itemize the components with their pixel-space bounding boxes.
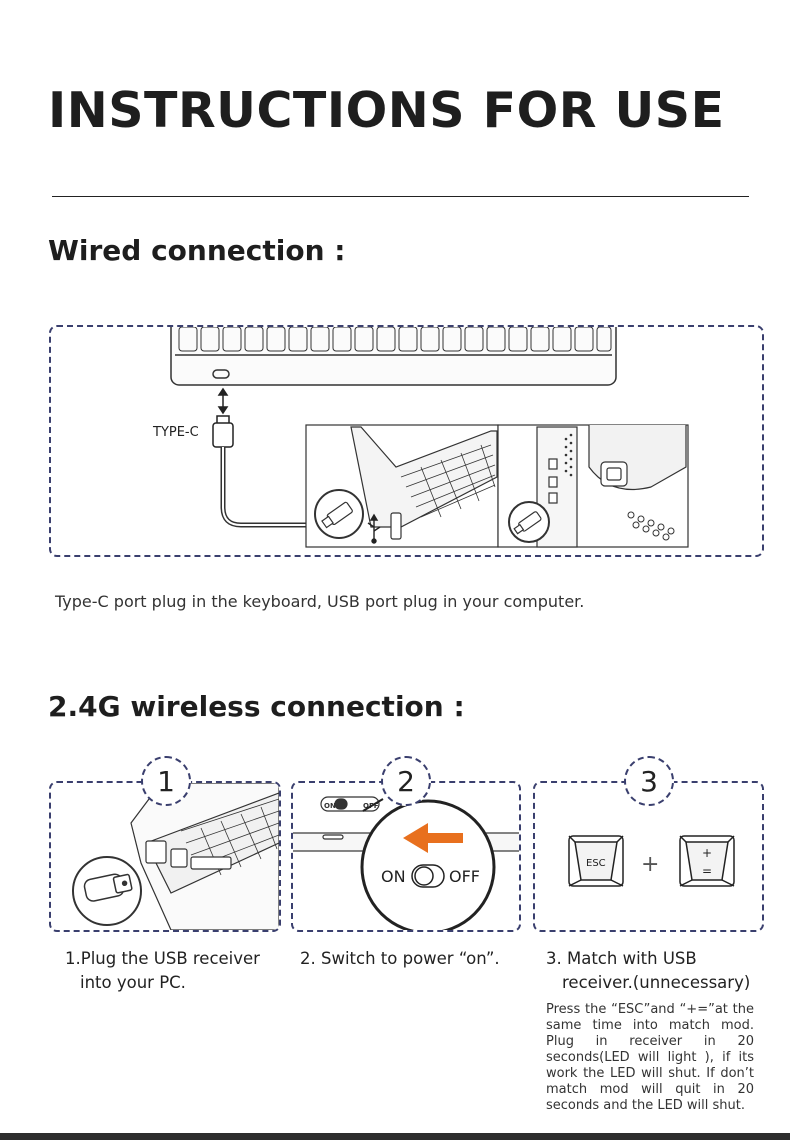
- power-switch-illustration: ON OFF ON OFF: [293, 796, 519, 930]
- wireless-heading: 2.4G wireless connection :: [48, 690, 465, 723]
- step3-label: 3. Match with USB receiver.(unnecessary): [546, 947, 766, 995]
- page-title: INSTRUCTIONS FOR USE: [48, 82, 725, 139]
- arrow-left-icon: [403, 823, 463, 853]
- key-plus-top: +: [702, 846, 712, 860]
- step1-label-line2: into your PC.: [80, 973, 186, 992]
- plus-sign: +: [641, 852, 659, 877]
- plus-equal-key-icon: [679, 835, 735, 887]
- step3-label-line2: receiver.(unnecessary): [562, 973, 751, 992]
- wired-caption: Type-C port plug in the keyboard, USB po…: [55, 592, 585, 611]
- step1-box: [49, 781, 281, 932]
- step1-label-line1: 1.Plug the USB receiver: [65, 949, 260, 968]
- type-c-label: TYPE-C: [152, 425, 199, 440]
- wired-diagram-illustration: TYPE-C: [152, 327, 689, 548]
- laptop-illustration: [305, 424, 499, 548]
- step2-label-line1: 2. Switch to power “on”.: [300, 949, 500, 968]
- wired-diagram-box: TYPE-C: [49, 325, 764, 557]
- switch-on-label: ON: [381, 867, 406, 886]
- svg-text:ON: ON: [324, 802, 336, 810]
- step2-box: ON OFF ON OFF: [291, 781, 521, 932]
- esc-key-icon: [568, 835, 624, 887]
- step2-label: 2. Switch to power “on”.: [300, 947, 530, 971]
- wired-heading: Wired connection :: [48, 234, 346, 267]
- keyboard-illustration: [170, 327, 617, 386]
- type-c-plug: [212, 415, 309, 528]
- plug-direction-arrow: [217, 387, 229, 415]
- usb-receiver-illustration: [72, 783, 279, 930]
- bottom-bar: [0, 1133, 790, 1140]
- switch-off-label: OFF: [449, 867, 480, 886]
- step3-box: ESC + + =: [533, 781, 764, 932]
- step3-label-line1: 3. Match with USB: [546, 949, 697, 968]
- step3-number: 3: [624, 756, 674, 806]
- key-combination-illustration: ESC + + =: [568, 835, 735, 887]
- usb-icon: [367, 513, 381, 544]
- pairing-description: Press the “ESC”and “+=”at the same time …: [546, 1002, 754, 1113]
- title-divider: [52, 196, 749, 197]
- step1-number: 1: [141, 756, 191, 806]
- step1-label: 1.Plug the USB receiver into your PC.: [65, 947, 280, 995]
- desktop-pc-illustration: [497, 424, 689, 548]
- esc-key-label: ESC: [586, 858, 606, 869]
- step2-number: 2: [381, 756, 431, 806]
- key-equal-bottom: =: [702, 864, 712, 878]
